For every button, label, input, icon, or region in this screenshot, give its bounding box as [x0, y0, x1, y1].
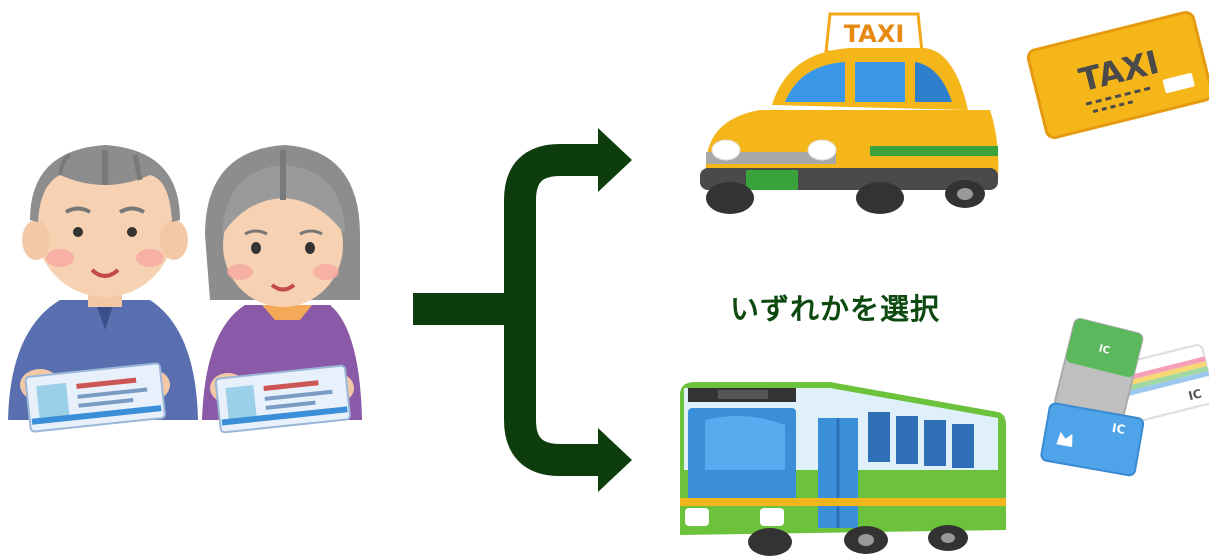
- branch-arrow-icon: [413, 128, 632, 492]
- svg-text:IC: IC: [1111, 421, 1127, 437]
- taxi-sign-label: TAXI: [844, 20, 905, 48]
- bus-icon: [680, 382, 1006, 556]
- ic-card-label-rainbow: IC: [1187, 386, 1203, 403]
- svg-text:IC: IC: [1098, 343, 1111, 356]
- elderly-woman-with-license-icon: [202, 145, 362, 434]
- taxi-ticket-card-icon: TAXI: [1026, 10, 1209, 140]
- ic-cards-icon: IC IC IC: [1040, 317, 1209, 477]
- elderly-man-with-license-icon: [8, 145, 198, 433]
- taxi-icon: TAXI: [700, 12, 999, 214]
- choice-caption: いずれかを選択: [729, 292, 940, 326]
